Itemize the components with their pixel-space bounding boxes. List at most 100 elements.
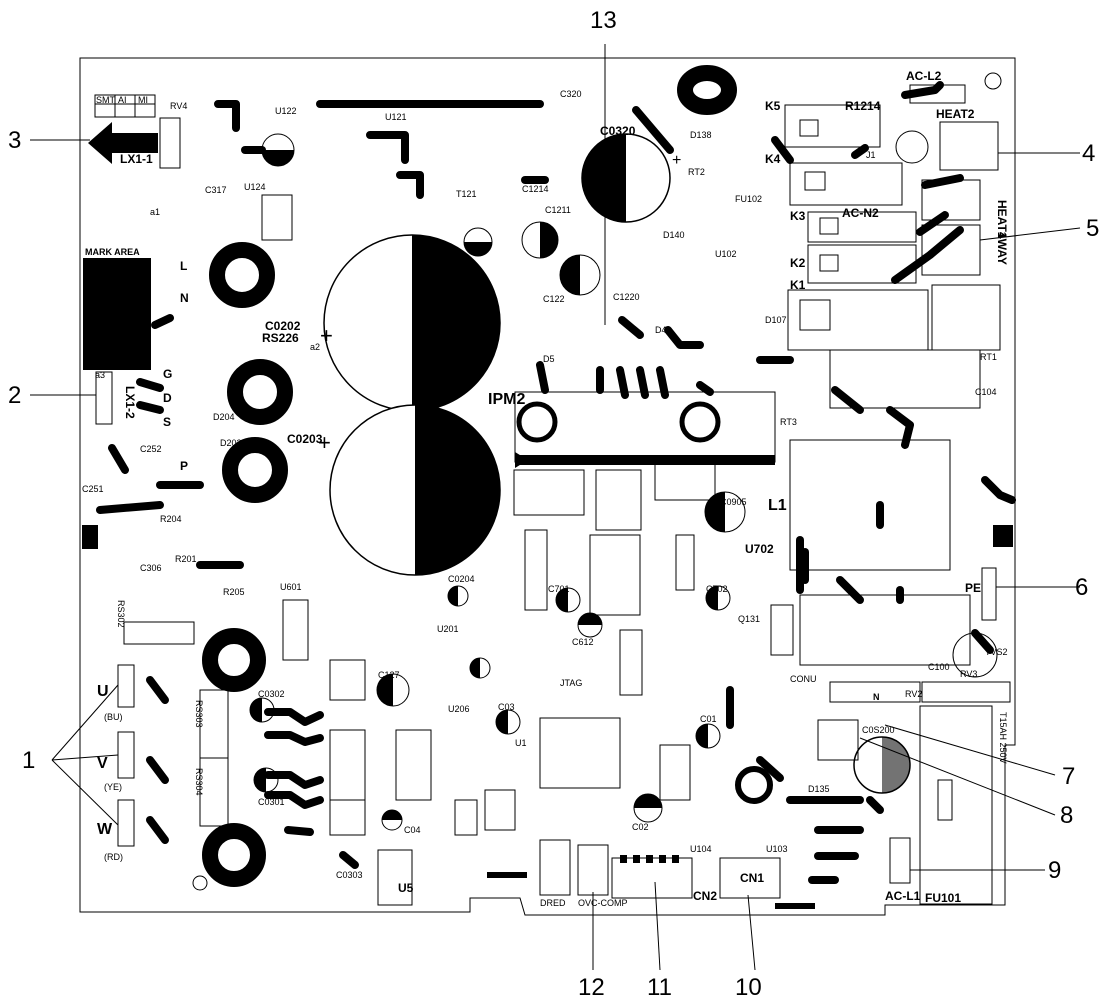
c0202-label: C0202	[265, 319, 301, 333]
callout-4: 4	[1082, 140, 1095, 167]
k1-label: K1	[790, 278, 806, 292]
callout-9: 9	[1048, 857, 1061, 884]
svg-text:a3: a3	[95, 370, 105, 380]
ye-label: (YE)	[104, 782, 122, 792]
svg-text:RT2: RT2	[688, 167, 705, 177]
svg-text:C612: C612	[572, 637, 594, 647]
c0s200-label: C0S200	[862, 725, 895, 735]
rt1-label: RT1	[980, 352, 997, 362]
component-labels: U122 U121 U124 C317 C320 T121 C1211 C121…	[82, 89, 880, 880]
fourway-label: 4WAY	[995, 232, 1009, 265]
rs302-shunt	[123, 621, 195, 645]
callout-13: 13	[590, 7, 617, 34]
u104-label: U104	[690, 844, 712, 854]
fu101-fuse	[919, 705, 993, 905]
l1-inductor	[789, 439, 951, 571]
svg-text:D107: D107	[765, 315, 787, 325]
c104-label: C104	[975, 387, 997, 397]
tvs2-label: TVS2	[985, 647, 1008, 657]
svg-text:D140: D140	[663, 230, 685, 240]
mount-hole	[895, 130, 929, 164]
u5-chip	[377, 849, 413, 906]
c0203-label: C0203	[287, 432, 323, 446]
svg-text:C01: C01	[700, 714, 717, 724]
svg-text:D138: D138	[690, 130, 712, 140]
pad-clusters	[261, 194, 859, 836]
svg-text:C1220: C1220	[613, 292, 640, 302]
capacitor-c0320: +	[581, 133, 681, 223]
lx1-1-arrow-icon	[88, 122, 158, 164]
svg-text:C0303: C0303	[336, 870, 363, 880]
ipm2-mount	[679, 401, 721, 443]
svg-text:D5: D5	[543, 354, 555, 364]
callout-2: 2	[8, 382, 21, 409]
svg-text:+: +	[318, 430, 331, 455]
thick-traces	[96, 81, 1016, 884]
capacitor-c0s200	[853, 736, 911, 794]
rs226-label: RS226	[262, 331, 299, 345]
pe-terminal	[981, 567, 997, 621]
mcu-chip	[539, 717, 621, 789]
mount-hole	[192, 875, 208, 891]
smt-header: SMT AI MI	[94, 94, 156, 118]
k3-label: K3	[790, 209, 806, 223]
ipm2-mount	[516, 401, 558, 443]
svg-text:U102: U102	[715, 249, 737, 259]
edge-pad	[775, 903, 815, 909]
j1-label: J1	[866, 150, 876, 160]
mark-area	[83, 258, 151, 370]
lx1-1-terminal	[159, 117, 181, 169]
capacitor-c0203: +	[318, 404, 501, 576]
mount-hole	[984, 72, 1002, 90]
svg-text:D204: D204	[213, 412, 235, 422]
ac-l1-label: AC-L1	[885, 889, 921, 903]
svg-text:JTAG: JTAG	[560, 678, 582, 688]
edge-pad	[487, 872, 527, 878]
ac-l1-terminal	[889, 837, 911, 884]
svg-text:U122: U122	[275, 106, 297, 116]
rv3-varistor	[921, 681, 1011, 703]
svg-text:CONU: CONU	[790, 674, 817, 684]
heat1-label: HEAT1	[995, 200, 1009, 239]
svg-text:C1214: C1214	[522, 184, 549, 194]
svg-text:R204: R204	[160, 514, 182, 524]
g-label: G	[163, 367, 172, 381]
ring-core	[677, 65, 737, 115]
dred-connector	[539, 839, 571, 896]
edge-pad	[82, 525, 98, 549]
callout-6: 6	[1075, 574, 1088, 601]
svg-text:U121: U121	[385, 112, 407, 122]
edge-pad	[993, 525, 1013, 547]
svg-text:+: +	[672, 152, 681, 169]
svg-text:+: +	[320, 323, 333, 348]
l-label: L	[180, 259, 187, 273]
w-terminal	[117, 799, 135, 847]
svg-text:C0301: C0301	[258, 797, 285, 807]
rt3-label: RT3	[780, 417, 797, 427]
callout-8: 8	[1060, 802, 1073, 829]
fuse-rating-label: T15AH 250V	[998, 712, 1008, 764]
u-terminal	[117, 664, 135, 708]
rd-label: (RD)	[104, 852, 123, 862]
rv3-label: RV3	[960, 669, 977, 679]
rv2-label: RV2	[905, 689, 922, 699]
svg-text:C251: C251	[82, 484, 104, 494]
svg-text:C1210: C1210	[445, 262, 472, 272]
callout-7: 7	[1062, 763, 1075, 790]
svg-text:MI: MI	[138, 95, 148, 105]
ac-n2-label: AC-N2	[842, 206, 879, 220]
lx1-2-terminal	[95, 371, 113, 425]
rs302-label: RS302	[116, 600, 126, 628]
v-label: V	[97, 755, 108, 772]
lx1-1-label: LX1-1	[120, 152, 153, 166]
callout-10: 10	[735, 974, 762, 1001]
lx1-2-label: LX1-2	[123, 386, 137, 419]
callout-3: 3	[8, 127, 21, 154]
svg-text:U124: U124	[244, 182, 266, 192]
svg-text:C0204: C0204	[448, 574, 475, 584]
a2-label: a2	[310, 342, 320, 352]
ipm2-pins	[517, 455, 775, 465]
callout-lines	[30, 44, 1081, 971]
ring-core	[227, 359, 293, 425]
callout-1: 1	[22, 747, 35, 774]
